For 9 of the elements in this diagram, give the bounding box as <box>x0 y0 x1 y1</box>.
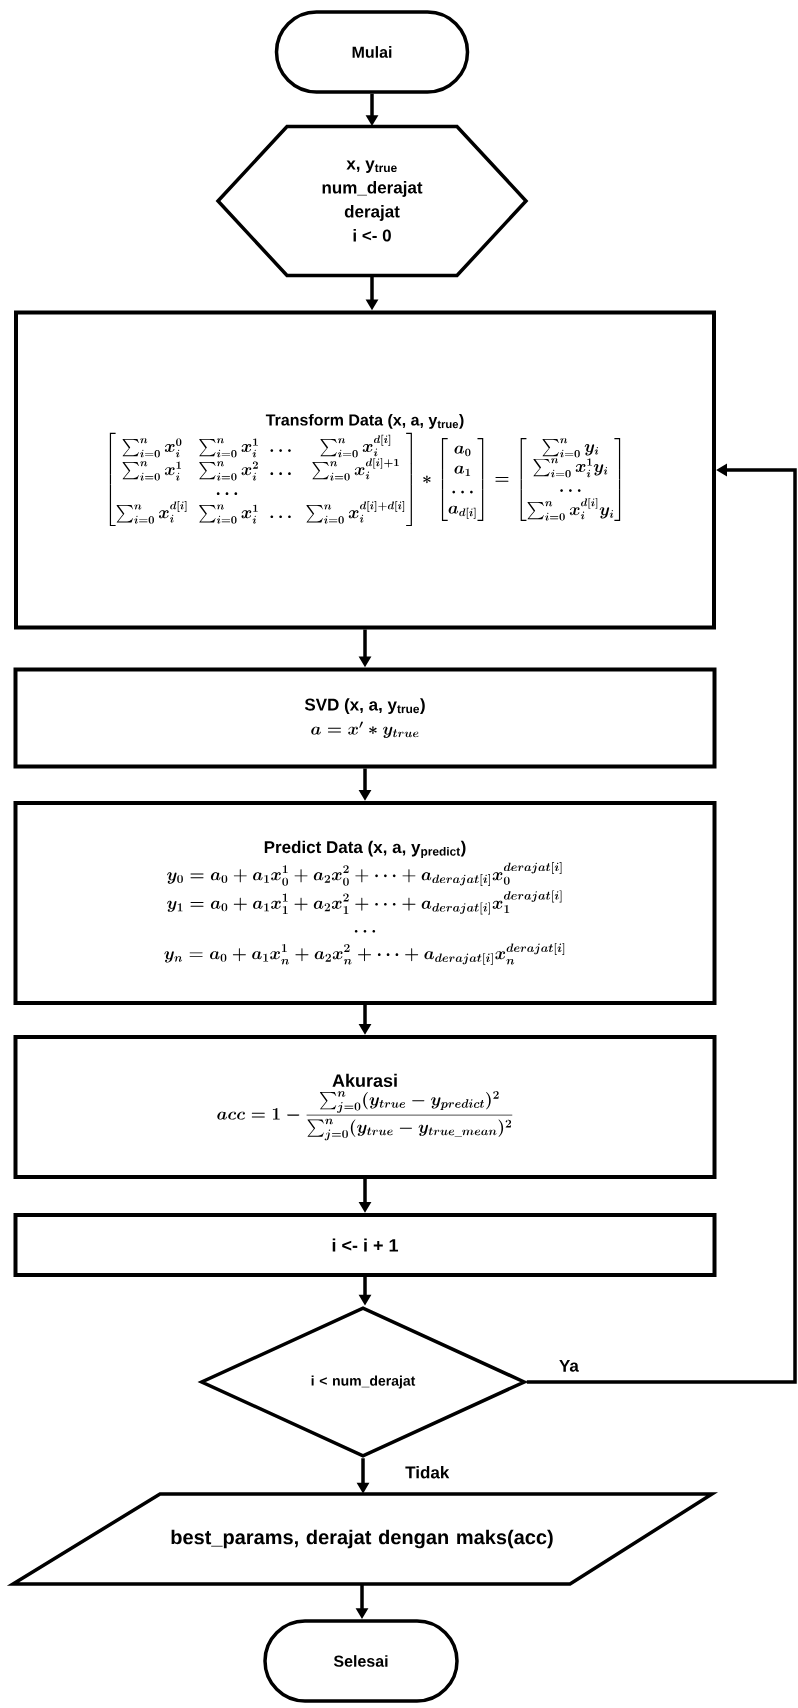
process-box: Akurasi $acc = 1 - \frac{\sum_{j=0}^{n}(y_{true} - y_{predict})^2}{\sum_{j=0}^{n}(y_{true} - y_{true\_mean})^2}$ <box>13 1035 717 1179</box>
process-box: Transform Data (x, a, y$_{true}$) $\begin{bmatrix} \sum_{i=0}^{n} x_i^{0} & \sum_{i=0}^{n} x_i^{1} & \dots & \sum_{i=0}^{n} x_i^{d[i]} \\ \sum_{i=0}^{n} x_i^{1} & \sum_{i=0}^{n} x_i^{2} & \dots & \sum_{i=0}^{n} x_i^{d[i]+1} \\ & \dots & & \\ \sum_{i=0}^{n} x_i^{d[i]} & \sum_{i=0}^{n} x_i^{1} & \dots & \sum_{i=0}^{n} x_i^{d[i]+d[i]} \end{bmatrix} * \begin{bmatrix} a_0 \\ a_1 \\ \dots \\ a_{d[i]} \end{bmatrix} = \begin{bmatrix} \sum_{i=0}^{n} y_i \\ \sum_{i=0}^{n} x_i^{1} y_i \\ \dots \\ \sum_{i=0}^{n} x_i^{d[i]} y_i \end{bmatrix}$ <box>14 310 716 630</box>
process-box: i <- i + 1 <box>13 1213 717 1277</box>
process-box: Predict Data (x, a, y$_{predict}$) $\begin{gathered} y_0 = a_0 + a_1 x_0^1 + a_2 x_0^2 + \cdots + a_{derajat[i]} x_0^{derajat[i]} \\ y_1 = a_0 + a_1 x_1^1 + a_2 x_1^2 + \cdots + a_{derajat[i]} x_1^{derajat[i]} \\ \dots \\ y_n = a_0 + a_1 x_n^1 + a_2 x_n^2 + \cdots + a_{derajat[i]} x_n^{derajat[i]} \end{gathered}$ <box>13 801 717 1005</box>
edge-label: Tidak <box>403 1464 452 1481</box>
end-terminal: Selesai <box>263 1619 459 1703</box>
edge-label: Ya <box>556 1357 581 1374</box>
process-box: SVD (x, a, y$_{true}$) $a = x' * y_{true}$ <box>13 667 717 769</box>
start-terminal: Mulai <box>274 10 470 94</box>
